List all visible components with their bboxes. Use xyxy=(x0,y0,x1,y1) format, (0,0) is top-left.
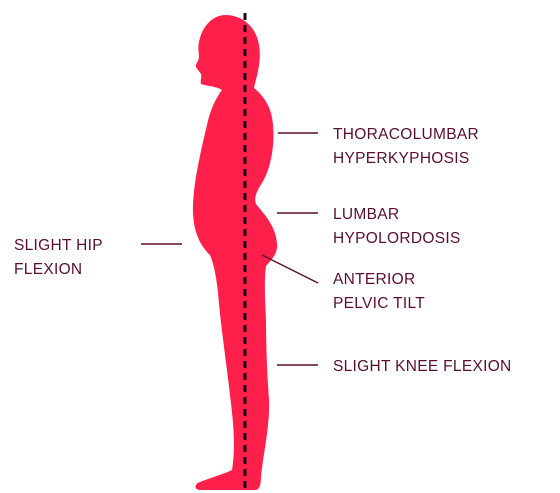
pelvic-leader-line xyxy=(262,255,318,283)
knee-label: SLIGHT KNEE FLEXION xyxy=(333,358,512,375)
lumbar-label: LUMBAR HYPOLORDOSIS xyxy=(333,206,461,247)
pelvic-label: ANTERIOR PELVIC TILT xyxy=(333,271,425,312)
thoracolumbar-label: THORACOLUMBAR HYPERKYPHOSIS xyxy=(333,126,484,167)
body-silhouette xyxy=(193,15,277,490)
hip-label: SLIGHT HIP FLEXION xyxy=(14,237,107,278)
